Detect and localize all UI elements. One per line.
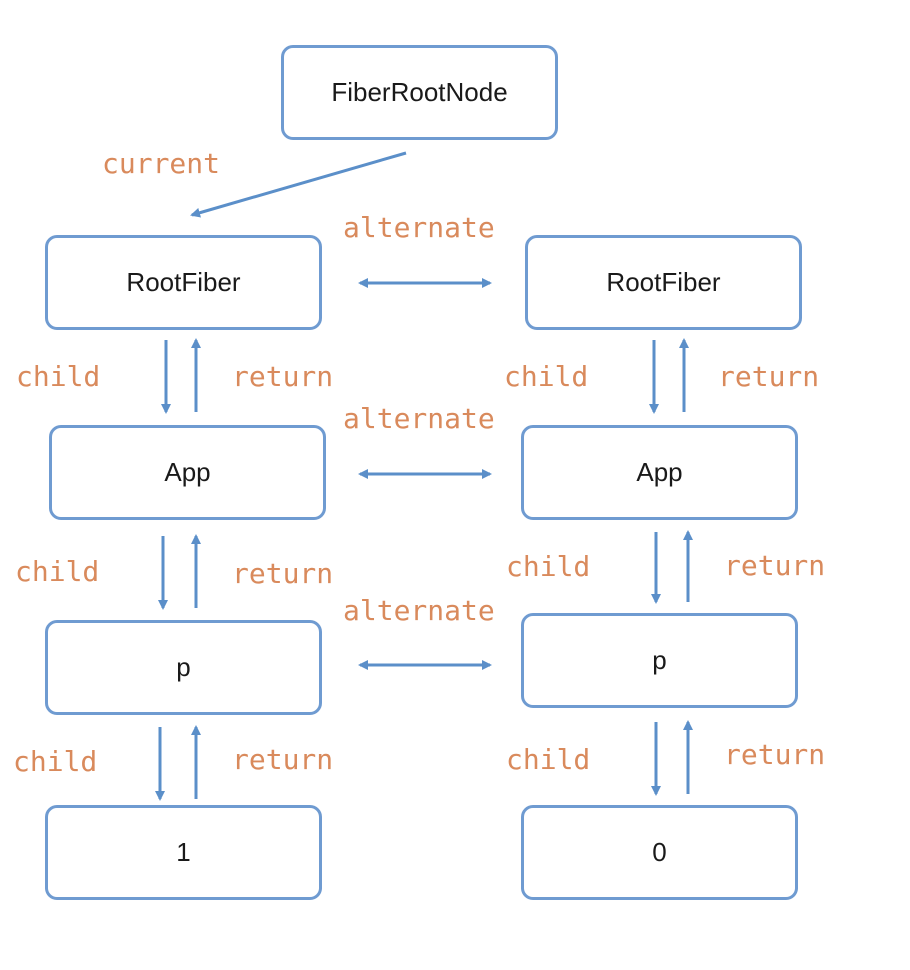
wip-p-node: p xyxy=(521,613,798,708)
return-label-right-1: return xyxy=(718,360,820,393)
current-label: current xyxy=(102,147,221,180)
return-label-left-1: return xyxy=(232,360,334,393)
child-label-left-1: child xyxy=(16,360,101,393)
fiber-root-node: FiberRootNode xyxy=(281,45,558,140)
child-label-right-2: child xyxy=(506,550,591,583)
alternate-label-app: alternate xyxy=(343,402,495,435)
current-text-node: 1 xyxy=(45,805,322,900)
child-label-left-3: child xyxy=(13,745,98,778)
current-arrow xyxy=(190,151,407,218)
return-label-left-2: return xyxy=(232,557,334,590)
child-label-right-3: child xyxy=(506,743,591,776)
current-app-node: App xyxy=(49,425,326,520)
return-label-right-2: return xyxy=(724,549,826,582)
child-label-left-2: child xyxy=(15,555,100,588)
wip-app-node: App xyxy=(521,425,798,520)
alternate-label-rootfiber: alternate xyxy=(343,211,495,244)
current-p-node: p xyxy=(45,620,322,715)
current-root-fiber-node: RootFiber xyxy=(45,235,322,330)
wip-root-fiber-node: RootFiber xyxy=(525,235,802,330)
return-label-right-3: return xyxy=(724,738,826,771)
child-label-right-1: child xyxy=(504,360,589,393)
wip-text-node: 0 xyxy=(521,805,798,900)
return-label-left-3: return xyxy=(232,743,334,776)
alternate-label-p: alternate xyxy=(343,594,495,627)
